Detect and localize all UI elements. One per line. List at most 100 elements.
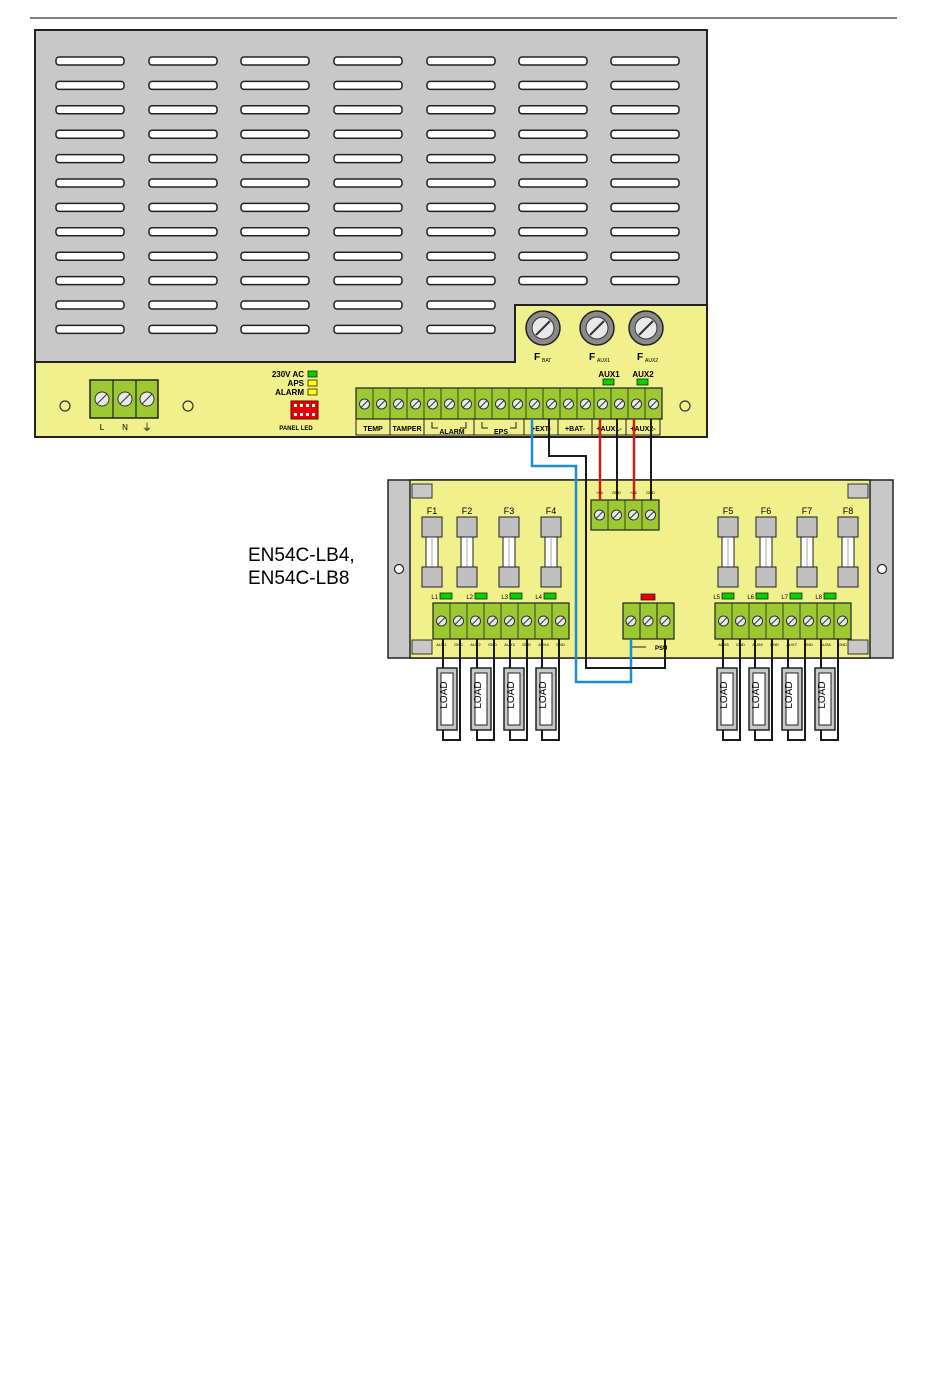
fuse-sub-aux1: AUX1 [597, 358, 610, 364]
panel-led-label: PANEL LED [279, 426, 313, 432]
vent-slot [610, 105, 680, 115]
load-resistor-icon: LOAD [716, 639, 741, 741]
vent-slot [610, 275, 680, 286]
terminal-screw [393, 398, 404, 410]
board-fuse-label: F7 [802, 506, 813, 516]
board-led-green [823, 592, 837, 600]
wire-black [548, 419, 666, 669]
vent-slot [55, 202, 125, 213]
vent-slot [518, 251, 588, 261]
load-resistor-icon: LOAD [436, 639, 461, 741]
terminal-label-tamper: TAMPER [392, 426, 421, 433]
vent-slot [610, 129, 680, 139]
connector-pin [312, 404, 315, 407]
aux2-led-green [636, 378, 649, 386]
vent-slot [426, 153, 496, 164]
vent-slot [148, 56, 218, 66]
vent-slot [426, 275, 496, 286]
vent-slot [426, 129, 496, 139]
terminal-screw [512, 398, 523, 410]
vent-slot [55, 227, 125, 237]
board-input-label: GND [646, 490, 655, 495]
vent-slot [333, 153, 403, 164]
vent-slot [518, 202, 588, 213]
board-input-label: GND [612, 490, 621, 495]
vent-slot [148, 275, 218, 286]
vent-slot [610, 153, 680, 164]
vent-slot [518, 105, 588, 115]
connector-pin [294, 413, 297, 416]
vent-slot [55, 178, 125, 188]
board-output-label: GND [736, 642, 745, 647]
terminal-screw [521, 615, 532, 627]
vent-slot [518, 227, 588, 237]
svg-text:LOAD: LOAD [817, 681, 828, 708]
cartridge-fuse-icon [421, 516, 443, 588]
board-fuse-label: F4 [546, 506, 557, 516]
board-led-green [721, 592, 735, 600]
vent-slot [426, 202, 496, 213]
vent-slot [148, 80, 218, 91]
vent-slot [240, 227, 310, 237]
board-led-green [509, 592, 523, 600]
vent-slot [240, 129, 310, 139]
fuse-label-aux2: F [637, 352, 643, 363]
vent-slot [518, 129, 588, 139]
board-output-label: AUX8 [820, 642, 831, 647]
board-output-label: AUX6 [752, 642, 763, 647]
connector-pin [312, 413, 315, 416]
terminal-screw [735, 615, 746, 627]
cartridge-fuse-icon [717, 516, 739, 588]
terminal-screw [659, 615, 671, 627]
vent-slot [240, 202, 310, 213]
vent-slot [426, 80, 496, 91]
cartridge-fuse-icon [837, 516, 859, 588]
board-output-label: AUX2 [470, 642, 481, 647]
cartridge-fuse-icon [755, 516, 777, 588]
terminal-screw [648, 398, 659, 410]
model-label-line2: EN54C-LB8 [248, 568, 349, 589]
board-leds [439, 592, 837, 600]
fuse-label-aux1: F [589, 352, 595, 363]
board-input-terminals [590, 499, 660, 531]
terminal-screw [611, 509, 622, 521]
vent-slot [148, 105, 218, 115]
board-fuse-label: F8 [843, 506, 854, 516]
board-fuse-label: F6 [761, 506, 772, 516]
vent-slot [148, 202, 218, 213]
vent-slot [610, 56, 680, 66]
vent-slot [518, 56, 588, 66]
terminal-label-ext: +EXT- [531, 426, 551, 433]
wire-blue [530, 419, 633, 684]
terminal-screw [495, 398, 506, 410]
vent-slot [148, 178, 218, 188]
terminal-label-bat: +BAT- [565, 426, 586, 433]
board-output-label: GND [488, 642, 497, 647]
terminal-screw [470, 615, 481, 627]
cartridge-fuse-icon [540, 516, 562, 588]
terminal-screw [625, 615, 637, 627]
vent-slot [610, 80, 680, 91]
fuse-holder-icon [579, 310, 615, 346]
vent-slot [610, 202, 680, 213]
vent-slot [55, 105, 125, 115]
board-output-label: AUX1 [436, 642, 447, 647]
vent-slot [240, 275, 310, 286]
cartridge-fuse-icon [796, 516, 818, 588]
vent-slot [240, 324, 310, 335]
mains-label-n: N [122, 423, 128, 432]
terminal-label-aux2: +AUX2- [630, 426, 656, 433]
vent-slot [426, 300, 496, 310]
psu-connector-label: PSU [655, 646, 667, 652]
board-input-label: +A1 [596, 490, 604, 495]
vent-slot [148, 300, 218, 310]
board-output-label: AUX5 [718, 642, 729, 647]
terminal-screw [478, 398, 489, 410]
terminal-screw [580, 398, 591, 410]
board-fuse-label: F2 [462, 506, 473, 516]
board-fuse-label: F5 [723, 506, 734, 516]
terminal-screw [752, 615, 763, 627]
vent-slot [426, 227, 496, 237]
